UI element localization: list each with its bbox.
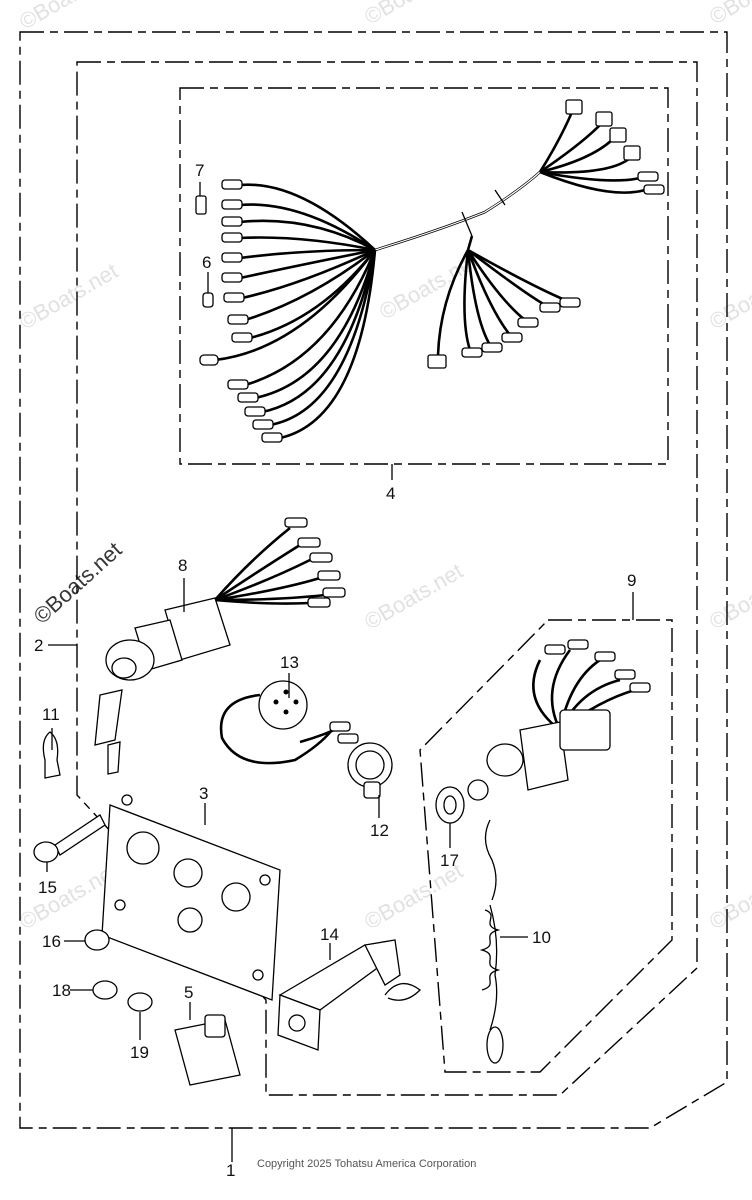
callout-1: 1: [226, 1161, 235, 1180]
callout-6: 6: [202, 253, 211, 272]
callout-18: 18: [52, 981, 71, 1000]
frame-part-4: [179, 87, 669, 465]
callout-5: 5: [184, 983, 193, 1002]
part-7-terminal-sleeve: [195, 195, 207, 215]
part-10-lanyard: [479, 819, 504, 1064]
callout-13: 13: [280, 653, 299, 672]
watermark: ©Boats.net: [360, 0, 467, 29]
part-19-washer: [127, 992, 153, 1012]
part-11-clip: [42, 731, 61, 779]
watermark: ©Boats.net: [705, 258, 752, 334]
part-8-key-switch: [94, 517, 346, 775]
part-18-washer: [92, 980, 118, 1000]
callout-4: 4: [386, 484, 395, 503]
part-14-bracket: [277, 939, 421, 1051]
watermark: ©Boats.net: [15, 258, 122, 334]
callout-8: 8: [178, 556, 187, 575]
callout-3: 3: [199, 784, 208, 803]
callout-9: 9: [627, 571, 636, 590]
copyright-notice: Copyright 2025 Tohatsu America Corporati…: [257, 1158, 476, 1170]
part-5-coupler: [174, 1014, 241, 1086]
callout-16: 16: [42, 932, 61, 951]
part-12-retainer-ring: [347, 742, 393, 799]
callout-14: 14: [320, 925, 339, 944]
part-9-stop-switch: [467, 639, 651, 801]
left-terminals: [199, 179, 283, 443]
part-6-cap: [202, 292, 214, 308]
main-harness: [199, 99, 665, 443]
part-16-nut: [84, 929, 110, 951]
callout-19: 19: [130, 1043, 149, 1062]
callout-15: 15: [38, 878, 57, 897]
watermark: ©Boats.net: [15, 0, 122, 34]
watermark: ©Boats.net: [360, 558, 467, 634]
frame-part-1: [19, 31, 728, 1129]
part-3-mounting-plate: [101, 794, 281, 1001]
watermark: ©Boats.net: [705, 858, 752, 934]
callout-12: 12: [370, 821, 389, 840]
watermarks: ©Boats.net ©Boats.net ©Boats.net ©Boats.…: [15, 0, 752, 934]
part-15-screw: [33, 814, 106, 863]
callout-7: 7: [195, 161, 204, 180]
frame-part-9: [419, 619, 673, 1073]
leader-lines: [46, 182, 634, 1162]
callouts: 1 2 3 4 5 6 7 8 9 10 11 12 13 14 15 16 1…: [34, 161, 636, 1180]
callout-11: 11: [42, 705, 60, 724]
part-13-buzzer: [219, 680, 359, 765]
callout-17: 17: [440, 851, 459, 870]
callout-10: 10: [532, 928, 551, 947]
watermark: ©Boats.net: [705, 0, 752, 29]
part-17-nut-hole: [443, 795, 457, 815]
callout-2: 2: [34, 636, 43, 655]
watermark: ©Boats.net: [705, 558, 752, 634]
